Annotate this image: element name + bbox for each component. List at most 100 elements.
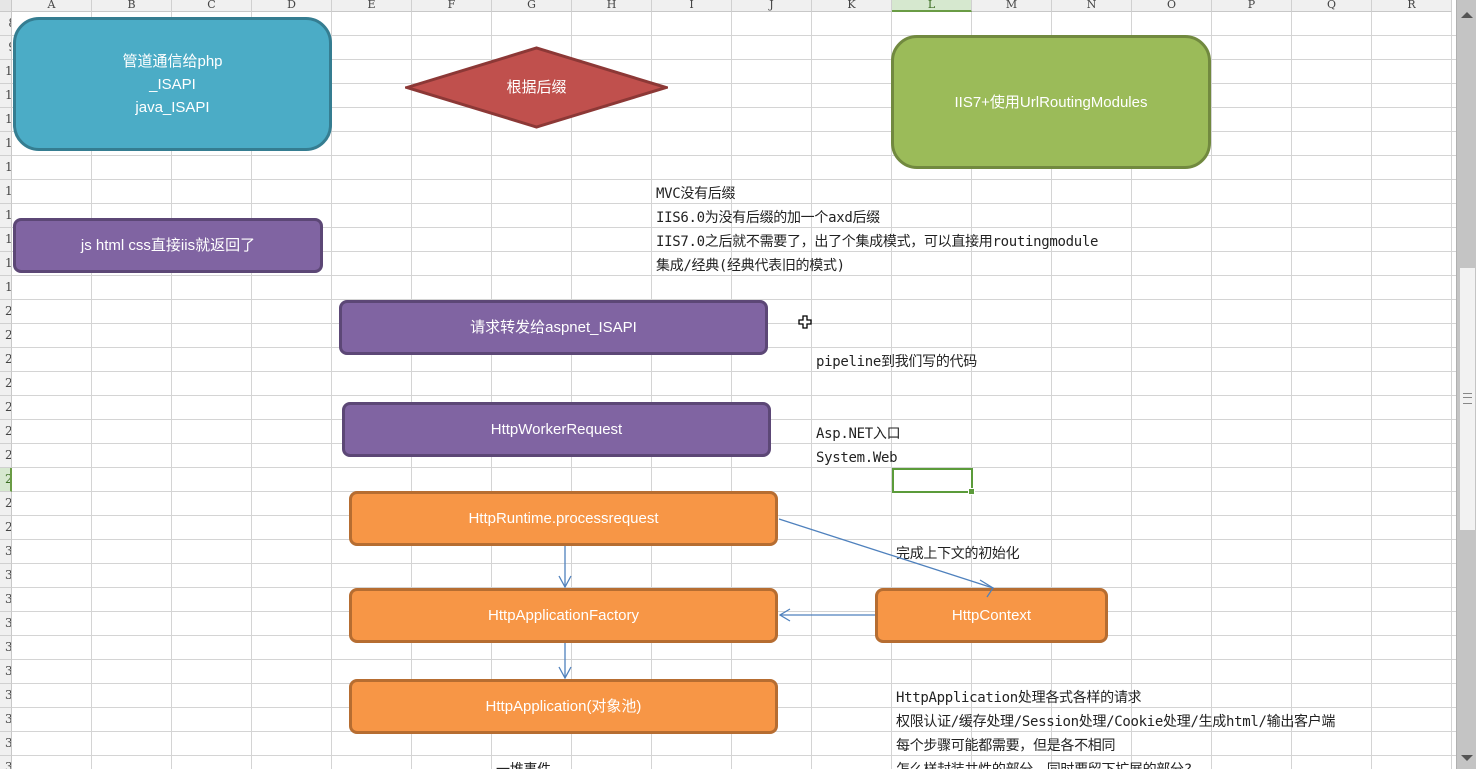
row-header-38[interactable]: 38 xyxy=(0,732,12,756)
column-header-b[interactable]: B xyxy=(92,0,172,12)
note-events[interactable]: 一堆事件 xyxy=(496,758,551,769)
row-header-21[interactable]: 21 xyxy=(0,324,12,348)
column-header-m[interactable]: M xyxy=(972,0,1052,12)
row-header-15[interactable]: 15 xyxy=(0,180,12,204)
row-header-25[interactable]: 25 xyxy=(0,420,12,444)
column-header-o[interactable]: O xyxy=(1132,0,1212,12)
column-header-a[interactable]: A xyxy=(12,0,92,12)
row-header-8[interactable]: 8 xyxy=(0,12,12,36)
column-header-i[interactable]: I xyxy=(652,0,732,12)
select-all-corner[interactable] xyxy=(0,0,12,12)
shape-pipe-php-line-1: 管道通信给php xyxy=(122,52,223,70)
shape-static-return[interactable]: js html css直接iis就返回了 xyxy=(13,218,323,273)
shape-iis7-routing[interactable]: IIS7+使用UrlRoutingModules xyxy=(891,35,1211,169)
shape-http-runtime-processrequest[interactable]: HttpRuntime.processrequest xyxy=(349,491,778,546)
column-header-h[interactable]: H xyxy=(572,0,652,12)
note-context-init[interactable]: 完成上下文的初始化 xyxy=(896,546,1020,562)
row-header-17[interactable]: 17 xyxy=(0,228,12,252)
row-header-36[interactable]: 36 xyxy=(0,684,12,708)
row-header-11[interactable]: 11 xyxy=(0,84,12,108)
active-cell-l27[interactable] xyxy=(892,468,975,495)
shape-http-application-factory[interactable]: HttpApplicationFactory xyxy=(349,588,778,643)
row-number: 11 xyxy=(5,88,12,102)
column-header-d[interactable]: D xyxy=(252,0,332,12)
row-header-27[interactable]: 27 xyxy=(0,468,12,492)
scrollbar-thumb[interactable] xyxy=(1460,268,1475,530)
column-header-e[interactable]: E xyxy=(332,0,412,12)
row-header-23[interactable]: 23 xyxy=(0,372,12,396)
shape-pipe-php-line-2: _ISAPI xyxy=(149,75,196,93)
row-header-24[interactable]: 24 xyxy=(0,396,12,420)
note-iis6-axd[interactable]: IIS6.0为没有后缀的加一个axd后缀 xyxy=(656,210,880,226)
note-application-steps[interactable]: 权限认证/缓存处理/Session处理/Cookie处理/生成html/输出客户… xyxy=(896,714,1336,730)
row-number: 14 xyxy=(5,160,12,174)
row-number: 27 xyxy=(5,472,12,486)
column-header-g[interactable]: G xyxy=(492,0,572,12)
row-header-28[interactable]: 28 xyxy=(0,492,12,516)
column-header-q[interactable]: Q xyxy=(1292,0,1372,12)
row-header-13[interactable]: 13 xyxy=(0,132,12,156)
row-header-31[interactable]: 31 xyxy=(0,564,12,588)
scroll-up-arrow-icon[interactable] xyxy=(1461,12,1473,18)
row-number: 35 xyxy=(5,664,12,678)
row-header-14[interactable]: 14 xyxy=(0,156,12,180)
row-header-34[interactable]: 34 xyxy=(0,636,12,660)
row-header-12[interactable]: 12 xyxy=(0,108,12,132)
row-number: 20 xyxy=(5,304,12,318)
column-header-j[interactable]: J xyxy=(732,0,812,12)
note-application-handles[interactable]: HttpApplication处理各式各样的请求 xyxy=(896,690,1142,706)
row-header-9[interactable]: 9 xyxy=(0,36,12,60)
row-header-32[interactable]: 32 xyxy=(0,588,12,612)
shape-http-context[interactable]: HttpContext xyxy=(875,588,1108,643)
shape-pipe-php-isapi[interactable]: 管道通信给php _ISAPI java_ISAPI xyxy=(13,17,332,151)
row-number: 32 xyxy=(5,592,12,606)
note-iis7-integrated[interactable]: IIS7.0之后就不需要了，出了个集成模式，可以直接用routingmodule xyxy=(656,234,1099,250)
note-encapsulate-question[interactable]: 怎么样封装共性的部分，同时要留下扩展的部分? xyxy=(896,758,1192,769)
note-mvc-no-suffix[interactable]: MVC没有后缀 xyxy=(656,186,736,202)
shape-forward-aspnet-isapi[interactable]: 请求转发给aspnet_ISAPI xyxy=(339,300,768,355)
row-number: 28 xyxy=(5,496,12,510)
row-header-19[interactable]: 19 xyxy=(0,276,12,300)
row-header-29[interactable]: 29 xyxy=(0,516,12,540)
column-header-c[interactable]: C xyxy=(172,0,252,12)
row-header-33[interactable]: 33 xyxy=(0,612,12,636)
row-number: 38 xyxy=(5,736,12,750)
note-pipeline[interactable]: pipeline到我们写的代码 xyxy=(816,354,977,370)
shape-http-worker-request[interactable]: HttpWorkerRequest xyxy=(342,402,771,457)
row-header-22[interactable]: 22 xyxy=(0,348,12,372)
column-header-f[interactable]: F xyxy=(412,0,492,12)
row-header-26[interactable]: 26 xyxy=(0,444,12,468)
vertical-scrollbar[interactable] xyxy=(1456,0,1476,769)
row-number: 10 xyxy=(5,64,12,78)
move-cursor-icon xyxy=(798,315,812,329)
row-header-10[interactable]: 10 xyxy=(0,60,12,84)
note-system-web[interactable]: System.Web xyxy=(816,450,898,466)
row-number: 30 xyxy=(5,544,12,558)
row-header-18[interactable]: 18 xyxy=(0,252,12,276)
diamond-label: 根据后缀 xyxy=(506,79,567,96)
column-header-r[interactable]: R xyxy=(1372,0,1452,12)
row-number: 37 xyxy=(5,712,12,726)
row-header-35[interactable]: 35 xyxy=(0,660,12,684)
scroll-down-arrow-icon[interactable] xyxy=(1461,755,1473,761)
row-number: 22 xyxy=(5,352,12,366)
column-header-l[interactable]: L xyxy=(892,0,972,12)
row-number: 26 xyxy=(5,448,12,462)
row-header-39[interactable]: 39 xyxy=(0,756,12,769)
row-number: 24 xyxy=(5,400,12,414)
row-number: 17 xyxy=(5,232,12,246)
column-header-p[interactable]: P xyxy=(1212,0,1292,12)
column-header-n[interactable]: N xyxy=(1052,0,1132,12)
row-header-30[interactable]: 30 xyxy=(0,540,12,564)
row-header-20[interactable]: 20 xyxy=(0,300,12,324)
column-header-k[interactable]: K xyxy=(812,0,892,12)
row-header-37[interactable]: 37 xyxy=(0,708,12,732)
note-integrated-classic[interactable]: 集成/经典(经典代表旧的模式) xyxy=(656,258,845,274)
row-number: 19 xyxy=(5,280,12,294)
row-header-16[interactable]: 16 xyxy=(0,204,12,228)
note-aspnet-entry[interactable]: Asp.NET入口 xyxy=(816,426,901,442)
shape-http-application[interactable]: HttpApplication(对象池) xyxy=(349,679,778,734)
note-steps-differ[interactable]: 每个步骤可能都需要，但是各不相同 xyxy=(896,738,1116,754)
shape-by-suffix-diamond[interactable]: 根据后缀 xyxy=(401,46,672,129)
